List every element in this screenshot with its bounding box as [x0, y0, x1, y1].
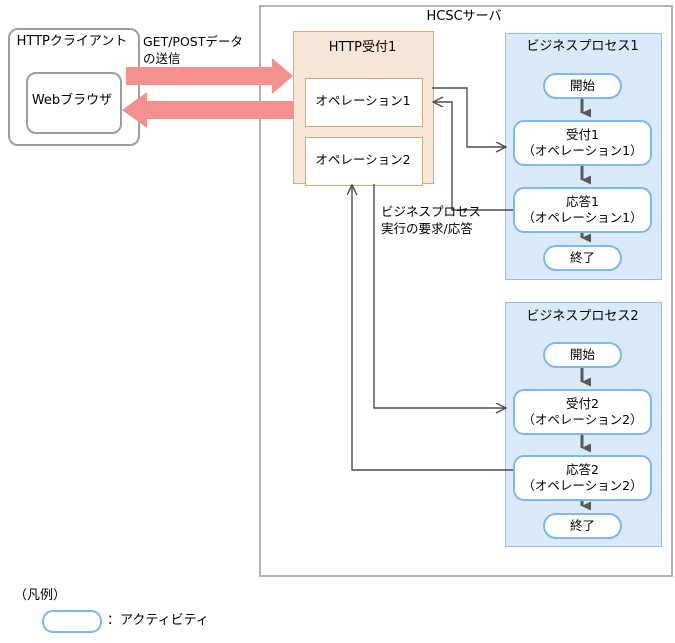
bp2-activity-respond: 応答2 （オペレーション2） [513, 455, 652, 501]
hcsc-server-title: HCSCサーバ [426, 9, 502, 24]
bp2-activity-start: 開始 [543, 342, 622, 368]
legend-title: （凡例） [14, 588, 67, 603]
bp1-activity-end: 終了 [543, 245, 622, 271]
bp2-activity-receive: 受付2 （オペレーション2） [513, 389, 652, 435]
bp1-activity-receive: 受付1 （オペレーション1） [513, 120, 652, 166]
bp-request-label: ビジネスプロセス 実行の要求/応答 [381, 204, 482, 236]
get-post-label: GET/POSTデータ の送信 [143, 34, 243, 66]
http-client-title: HTTPクライアント [16, 34, 128, 49]
business-process-1-title: ビジネスプロセス1 [526, 39, 639, 54]
legend-activity-label: ：アクティビティ [107, 613, 209, 628]
bp1-activity-respond: 応答1 （オペレーション1） [513, 187, 652, 233]
legend-activity-shape [42, 610, 102, 633]
operation-1-label: オペレーション1 [315, 93, 411, 108]
operation-2-box [305, 137, 423, 186]
http-reception-title: HTTP受付1 [328, 40, 397, 55]
web-browser-box [26, 72, 122, 134]
web-browser-label: Webブラウザ [31, 93, 113, 108]
operation-2-label: オペレーション2 [315, 152, 411, 167]
bp1-activity-start: 開始 [543, 73, 622, 99]
business-process-2-title: ビジネスプロセス2 [526, 309, 639, 324]
bp2-activity-end: 終了 [543, 513, 622, 539]
operation-1-box [305, 78, 423, 127]
